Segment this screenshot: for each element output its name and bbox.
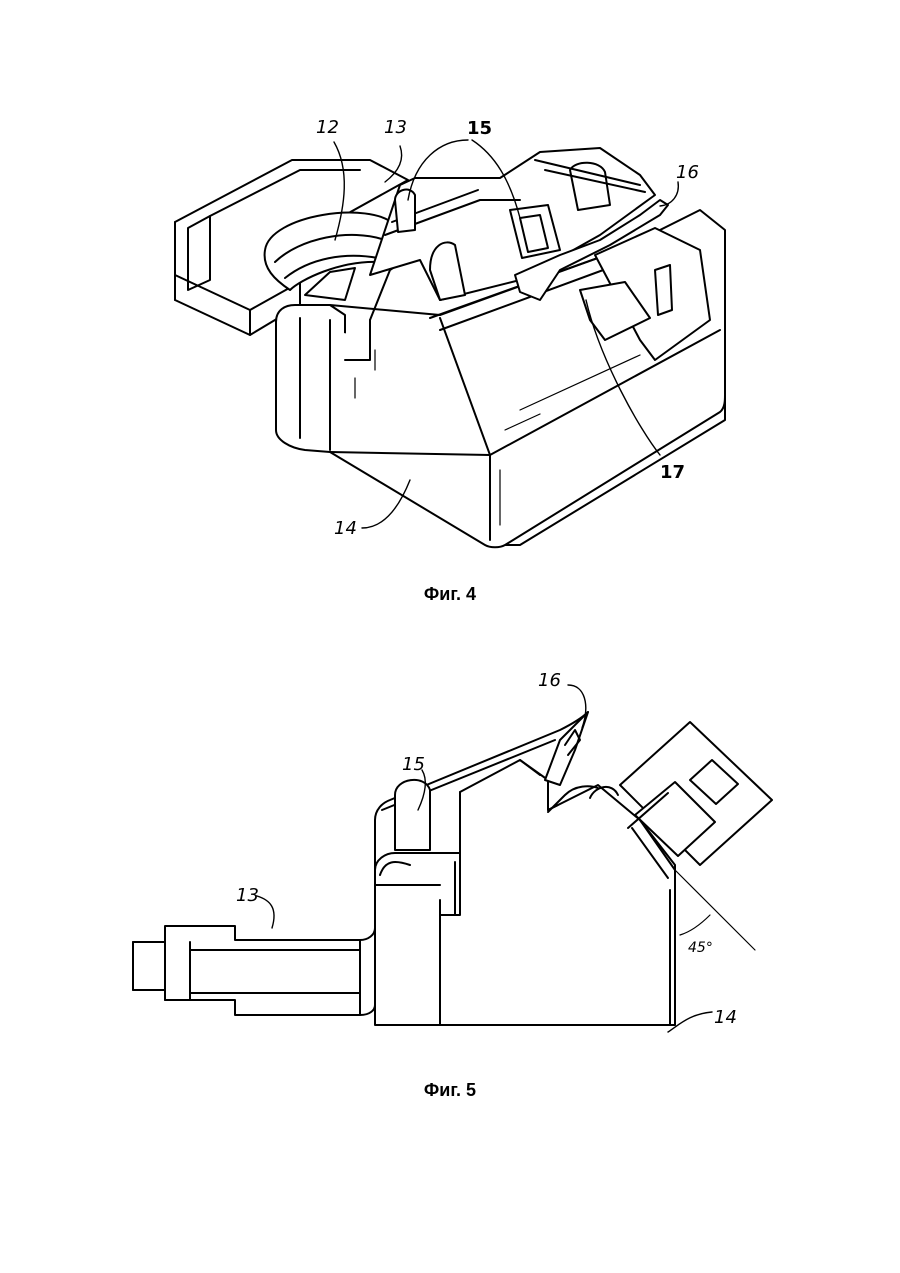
label-angle: 45° [688,940,713,956]
figure-5-caption: Фиг. 5 [0,1080,900,1101]
label-14: 14 [714,1007,737,1028]
angle-reference [675,870,755,950]
figure-5-drawing: 16 15 13 14 45° [0,660,900,1060]
label-13: 13 [236,885,259,906]
figure-4: 12 13 15 16 17 14 [0,0,900,580]
label-17: 17 [660,462,685,483]
label-13: 13 [384,117,407,138]
figure-5: 16 15 13 14 45° [0,660,900,1060]
figure-4-drawing: 12 13 15 16 17 14 [0,0,900,580]
label-15: 15 [402,754,425,775]
plug [133,926,375,1015]
label-12: 12 [316,117,339,138]
figure-4-caption: Фиг. 4 [0,584,900,605]
label-14: 14 [334,518,357,539]
label-15: 15 [467,118,492,139]
label-16: 16 [676,162,699,183]
label-16: 16 [538,670,561,691]
